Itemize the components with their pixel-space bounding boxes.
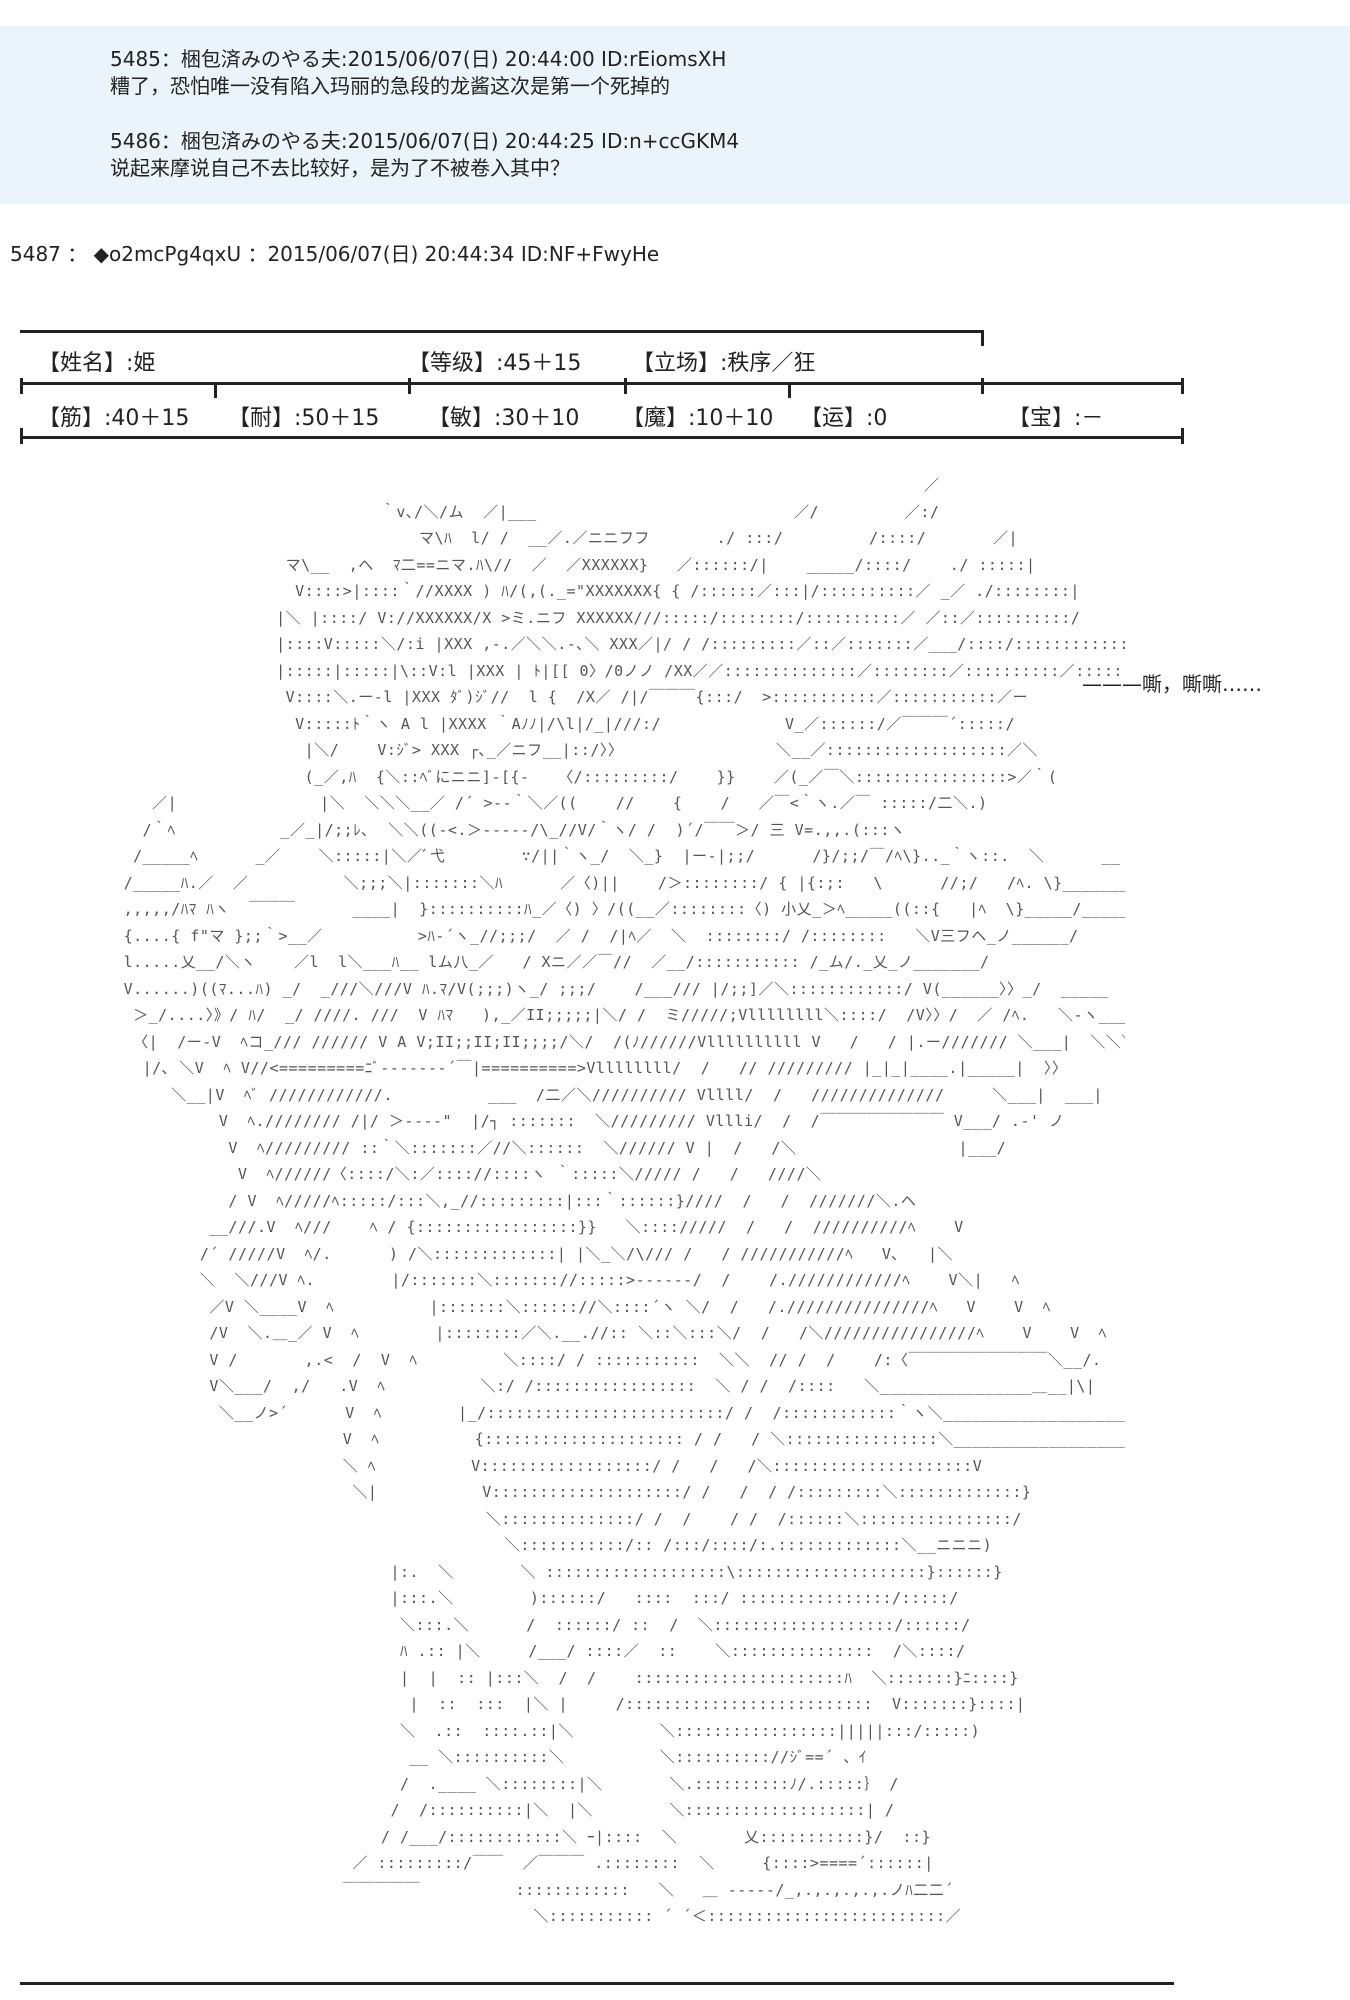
- ascii-art-line: ￣￣￣￣￣ :::::::::::: ＼ ＿ -‐‐‐‐/_,.,.,.,.,.…: [95, 1880, 954, 1899]
- quoted-post-header: 5485：梱包済みのやる夫:2015/06/07(日) 20:44:00 ID:…: [110, 47, 727, 71]
- ascii-art-line: V / ,.< / V ﾍ ＼::::/ / ::::::::::: ＼＼ //…: [95, 1350, 1125, 1369]
- ascii-art-line: ／| |＼ ＼＼＼__／ /´ >--｀＼／(( // { / ／￣<｀ヽ.／￣…: [95, 794, 988, 812]
- ascii-art-line: マ\__ ,へ ﾏ二==ニマ.ﾊ\// ／ ／XXXXXX} ／::::::/|…: [95, 555, 1036, 574]
- ascii-art-line: ／V ＼____V ﾍ |:::::::＼:::::://＼::::´ヽ ＼/ …: [95, 1297, 1051, 1316]
- table-tick: [1181, 428, 1184, 444]
- ascii-art-line: ／: [95, 476, 940, 494]
- ascii-art-line: マ\ﾊ l/ / __／.／ニニフフ ./ :::/ /::::/ ／|: [95, 529, 1019, 547]
- quoted-post-5486: 5486：梱包済みのやる夫:2015/06/07(日) 20:44:25 ID:…: [110, 128, 739, 182]
- ascii-art-line: 〈| /ー-V ﾍコ_/// ////// V A V;II;;II;II;;;…: [95, 1032, 1125, 1051]
- ascii-art-line: V......)((ﾏ...ﾊ) _/ _///＼///V ﾊ.ﾏ/V(;;;)…: [95, 979, 1125, 998]
- ascii-art-line: ＼| V::::::::::::::::::::/ / / / /:::::::…: [95, 1483, 1032, 1501]
- ascii-art-line: ＞_/....〉》/ ﾊ/ _/ ////. /// V ﾊﾏ ),_／II;;…: [95, 1006, 1125, 1024]
- ascii-art-line: __ ＼::::::::::＼ ＼:::::::::://ｼﾞ==´ 、ｲ: [95, 1748, 867, 1766]
- ascii-art-line: V ﾍ.//////// /|/ ＞----" |/┐ ::::::: ＼///…: [95, 1112, 1065, 1130]
- post-header: 5487 ： ◆o2mcPg4qxU ：2015/06/07(日) 20:44:…: [10, 242, 660, 266]
- table-tick: [981, 378, 984, 394]
- ascii-art-line: |::::V:::::＼/:i |XXX ,-.／＼＼.-､＼ XXX／|/ /…: [95, 635, 1125, 653]
- ascii-art-line: ＼::::::::::: ´ ´＜:::::::::::::::::::::::…: [95, 1907, 962, 1925]
- ascii-art-line: /´ /////V ﾍ/. ) /＼:::::::::::::| |＼_＼/\/…: [95, 1244, 953, 1263]
- ascii-art-line: ＼ .:: ::::.::|＼ ＼:::::::::::::::::|||||:…: [95, 1721, 981, 1740]
- table-tick: [214, 382, 217, 398]
- status-level: 【等级】:45＋15: [408, 351, 582, 376]
- ascii-art-line: / V ﾍ/////ﾍ:::::/:::＼,_//:::::::::|:::｀:…: [95, 1191, 917, 1210]
- ascii-art-line: {....{ f"マ };;｀>__／ >ﾊ-´ヽ_//;;;/ ／ / /|ﾍ…: [95, 926, 1079, 945]
- bottom-rule: [20, 1982, 1174, 1985]
- ascii-art-line: V::::＼.ー-l |XXX ﾀﾞ)ｼﾞ// l { /X／ /|/￣￣￣{:…: [95, 688, 1028, 706]
- status-agi: 【敏】:30＋10: [428, 406, 580, 431]
- ascii-art-figure: ／ ｀v､/＼/ム ／|___ ／/ ／:/ マ\ﾊ l/ / __／.／ニニフ…: [95, 472, 1125, 1952]
- table-tick: [1181, 378, 1184, 394]
- ascii-art-line: / /::::::::::|＼ |＼ ＼:::::::::::::::::::|…: [95, 1801, 895, 1819]
- ascii-art-line: V＼___/ ,/ .V ﾍ ＼:/ /::::::::::::::::: ＼ …: [95, 1377, 1096, 1395]
- ascii-art-line: |＼ |::::/ V://XXXXXX/X >ミ.ニフ XXXXXX///::…: [95, 608, 1081, 627]
- table-rule-top: [20, 330, 984, 333]
- ascii-art-line: / /___/::::::::::::＼ ｰ|:::: ＼ 乂:::::::::…: [95, 1827, 932, 1846]
- ascii-art-line: ,,,,,/ﾊﾏ ﾊヽ ￣￣￣ ____| }::::::::::ﾊ_／〈) 〉…: [95, 900, 1125, 918]
- quoted-post-body: 说起来摩说自己不去比较好，是为了不被卷入其中？: [110, 156, 570, 180]
- ascii-art-line: | :: ::: |＼ | /:::::::::::::::::::::::::…: [95, 1695, 1026, 1713]
- sound-effect-text: ———嘶，嘶嘶……: [1082, 672, 1262, 696]
- ascii-art-line: |/､ ＼V ﾍ V//<=========ﾆﾞ-------´￣|======…: [95, 1059, 1068, 1077]
- status-mag: 【魔】:10＋10: [622, 406, 774, 431]
- table-tick: [788, 382, 791, 398]
- ascii-art-line: ＼ ﾍ V::::::::::::::::::/ / / /＼:::::::::…: [95, 1456, 983, 1475]
- ascii-art-line: /_____ﾍ _／ ＼:::::|＼／ﾞ弋 ∵/||｀ヽ_/ ＼_} |ー-|…: [95, 847, 1121, 865]
- quoted-posts-panel: [0, 26, 1350, 204]
- status-name: 【姓名】:姫: [38, 351, 156, 376]
- table-tick: [20, 428, 23, 444]
- ascii-art-line: ／ :::::::::/￣￣ ／￣￣￣ .:::::::: ＼ {::::>==…: [95, 1854, 934, 1872]
- ascii-art-line: V::::>|::::｀//XXXX ) ﾊ/(,(._="XXXXXXX{ {…: [95, 582, 1080, 600]
- ascii-art-line: (_／,ﾊ {＼::ﾍﾞにニニ]-[{- 〈/:::::::::/ }} ／(_…: [95, 767, 1058, 786]
- table-rule-bottom: [20, 436, 1184, 439]
- status-end: 【耐】:50＋15: [228, 406, 380, 431]
- ascii-art-line: V:::::ﾄ｀ヽ A l |XXXX ｀Aﾉﾉ|/\l|/_|///:/ V_…: [95, 714, 1015, 733]
- ascii-art-line: ＼ ＼///V ﾍ. |/:::::::＼::::::://:::::>----…: [95, 1271, 1020, 1289]
- quoted-post-header: 5486：梱包済みのやる夫:2015/06/07(日) 20:44:25 ID:…: [110, 129, 740, 153]
- ascii-art-line: ＼:::::::::::/:: /:::/::::/:.::::::::::::…: [95, 1536, 993, 1554]
- ascii-art-line: |:::.＼ )::::::/ :::: :::/ ::::::::::::::…: [95, 1589, 959, 1607]
- ascii-art-line: ＼::::::::::::::/ / / / / /::::::＼:::::::…: [95, 1509, 1022, 1528]
- quoted-post-body: 糟了，恐怕唯一没有陷入玛丽的急段的龙酱这次是第一个死掉的: [110, 74, 670, 98]
- ascii-art-line: / .____ ＼::::::::|＼ ＼.::::::::::ﾉ/.:::::…: [95, 1774, 899, 1793]
- table-tick: [624, 378, 627, 394]
- status-str: 【筋】:40＋15: [38, 406, 190, 431]
- ascii-art-line: ﾊ .:: |＼ /___/ ::::／ :: ＼:::::::::::::::…: [95, 1642, 966, 1660]
- ascii-art-line: /V ＼.＿_／ V ﾍ |::::::::／＼.__.//:: ＼::＼:::…: [95, 1324, 1107, 1342]
- ascii-art-line: V ﾍ///////// ::｀＼:::::::／//＼:::::: ＼////…: [95, 1138, 1007, 1157]
- ascii-art-line: /｀ﾍ _／_|/;;ﾚ､ ＼＼((-<.＞-----/\_//V/｀ヽ/ / …: [95, 820, 906, 839]
- ascii-art-line: ｀v､/＼/ム ／|___ ／/ ／:/: [95, 502, 940, 521]
- ascii-art-line: V ﾍ//////〈::::/＼:／:::://::::ヽ ｀:::::＼///…: [95, 1165, 822, 1183]
- status-luck: 【运】:0: [800, 406, 888, 431]
- ascii-art-line: ＼__|V ﾍﾞ ////////////. ___ /二／＼/////////…: [95, 1085, 1103, 1104]
- ascii-art-line: ＼:::.＼ / ::::::/ :: / ＼:::::::::::::::::…: [95, 1615, 971, 1634]
- ascii-art-line: | | :: |:::＼ / / ::::::::::::::::::::::ﾊ…: [95, 1668, 1019, 1687]
- table-tick: [20, 378, 23, 394]
- ascii-art-line: |:::::|:::::|\::V:l |XXX | ﾄ|[[ 0〉/0ノノ /…: [95, 661, 1125, 680]
- table-tick: [981, 330, 984, 346]
- table-tick: [408, 378, 411, 394]
- ascii-art-line: __///.V ﾍ/// ﾍ / {:::::::::::::::::}} ＼:…: [95, 1218, 964, 1236]
- status-np: 【宝】:－: [1008, 406, 1104, 431]
- status-alignment: 【立场】:秩序／狂: [632, 351, 816, 376]
- ascii-art-line: ＼__ノ>´ V ﾍ |_/:::::::::::::::::::::::::/…: [95, 1403, 1125, 1422]
- table-rule-middle: [20, 382, 1184, 385]
- ascii-art-line: V ﾍ {::::::::::::::::::::: / / / ＼::::::…: [95, 1430, 1125, 1448]
- ascii-art-line: |:. ＼ ＼ :::::::::::::::::::\::::::::::::…: [95, 1562, 1003, 1581]
- ascii-art-line: l.....乂__/＼ヽ ／l l＼___ﾊ__ lム八_／ / Xニ／／￣//…: [95, 953, 990, 971]
- quoted-post-5485: 5485：梱包済みのやる夫:2015/06/07(日) 20:44:00 ID:…: [110, 46, 726, 100]
- ascii-art-line: |＼/ V:ｼﾞ> XXX ┌､_／ニフ__|::/〉〉 ＼__／:::::::…: [95, 741, 1038, 759]
- ascii-art-line: /_____ﾊ.／ ／ ＼;;;＼|:::::::＼ﾊ ／〈)|| /＞::::…: [123, 873, 1125, 892]
